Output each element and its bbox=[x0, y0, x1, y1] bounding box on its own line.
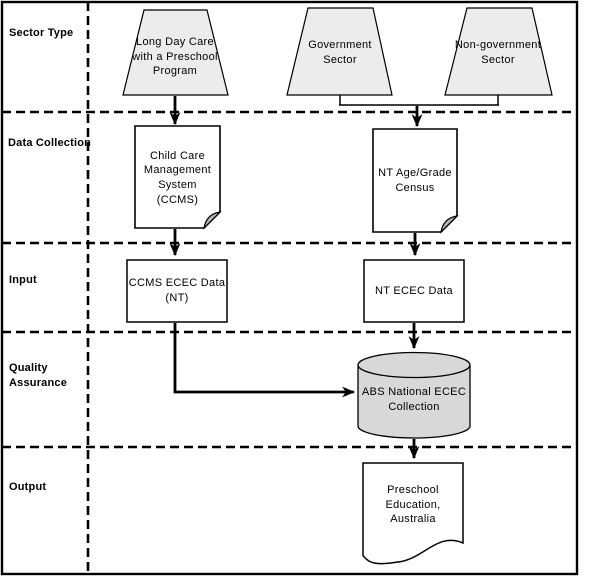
sector-join-connector bbox=[339, 95, 499, 106]
label-nt-census: NT Age/Grade Census bbox=[378, 167, 452, 194]
row-label-output: Output bbox=[9, 481, 47, 493]
label-long-day-care: Long Day Care with a Preschool Program bbox=[132, 36, 218, 78]
label-government-sector: Government Sector bbox=[308, 39, 372, 66]
document-preschool-education bbox=[362, 462, 464, 565]
trapezoid-long-day-care bbox=[122, 9, 229, 96]
diagram-border bbox=[0, 0, 579, 576]
document-nt-census-fold bbox=[440, 215, 459, 234]
database-cylinder-top bbox=[357, 351, 471, 379]
label-preschool-education: Preschool Education, Australia bbox=[385, 484, 441, 526]
row-label-sector-type: Sector Type bbox=[9, 27, 74, 39]
label-ccms-ecec-data: CCMS ECEC Data (NT) bbox=[128, 277, 226, 304]
row-label-quality-assurance: Quality Assurance bbox=[9, 362, 68, 389]
label-non-government-sector: Non-government Sector bbox=[454, 39, 542, 66]
trapezoid-non-government-sector bbox=[444, 7, 553, 96]
row-label-data-collection: Data Collection bbox=[8, 137, 92, 149]
trapezoid-government-sector bbox=[286, 7, 393, 96]
label-abs-collection: ABS National ECEC Collection bbox=[361, 386, 467, 413]
arrow-ccms-data-to-collection bbox=[173, 323, 356, 398]
row-label-input: Input bbox=[9, 274, 37, 286]
label-nt-ecec-data: NT ECEC Data bbox=[375, 284, 453, 297]
label-ccms: Child Care Management System (CCMS) bbox=[143, 149, 212, 206]
document-ccms-fold bbox=[203, 211, 222, 230]
rect-nt-ecec-data bbox=[363, 259, 465, 323]
rect-ccms-ecec-data bbox=[126, 259, 228, 323]
database-cylinder-body bbox=[357, 365, 471, 439]
